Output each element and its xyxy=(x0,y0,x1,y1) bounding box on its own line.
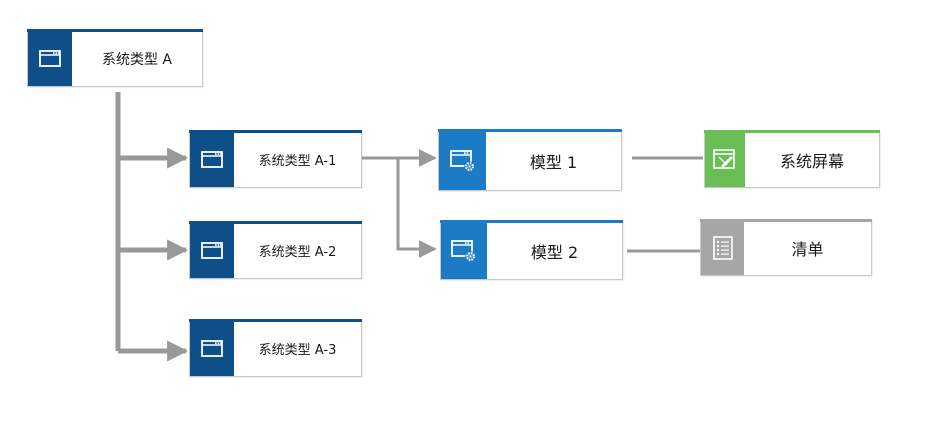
node-a3[interactable]: 系统类型 A-3 xyxy=(189,319,362,377)
node-root-label: 系统类型 A xyxy=(101,51,173,68)
node-root[interactable]: 系统类型 A xyxy=(27,29,203,87)
node-a1[interactable]: 系统类型 A-1 xyxy=(189,130,362,188)
window-gear-icon xyxy=(439,131,486,190)
window-icon xyxy=(28,31,72,86)
window-gear-icon xyxy=(441,222,487,279)
window-icon xyxy=(190,223,234,278)
node-a2[interactable]: 系统类型 A-2 xyxy=(189,221,362,279)
connector-a1-to-model2 xyxy=(396,158,437,258)
node-model2-label: 模型 2 xyxy=(530,242,579,262)
node-list[interactable]: 清单 xyxy=(700,219,872,276)
node-a3-label: 系统类型 A-3 xyxy=(258,343,337,358)
list-icon xyxy=(701,221,744,275)
window-icon xyxy=(190,132,234,187)
node-system-screen-label: 系统屏幕 xyxy=(779,151,844,171)
node-model1-label: 模型 1 xyxy=(529,152,578,172)
node-a2-label: 系统类型 A-2 xyxy=(258,245,337,260)
window-icon xyxy=(190,321,234,376)
node-system-screen[interactable]: 系统屏幕 xyxy=(704,130,880,188)
screen-edit-icon xyxy=(705,132,745,187)
node-list-label: 清单 xyxy=(791,240,824,259)
node-model1[interactable]: 模型 1 xyxy=(438,129,622,191)
node-a1-label: 系统类型 A-1 xyxy=(258,154,337,169)
node-model2[interactable]: 模型 2 xyxy=(440,220,623,280)
